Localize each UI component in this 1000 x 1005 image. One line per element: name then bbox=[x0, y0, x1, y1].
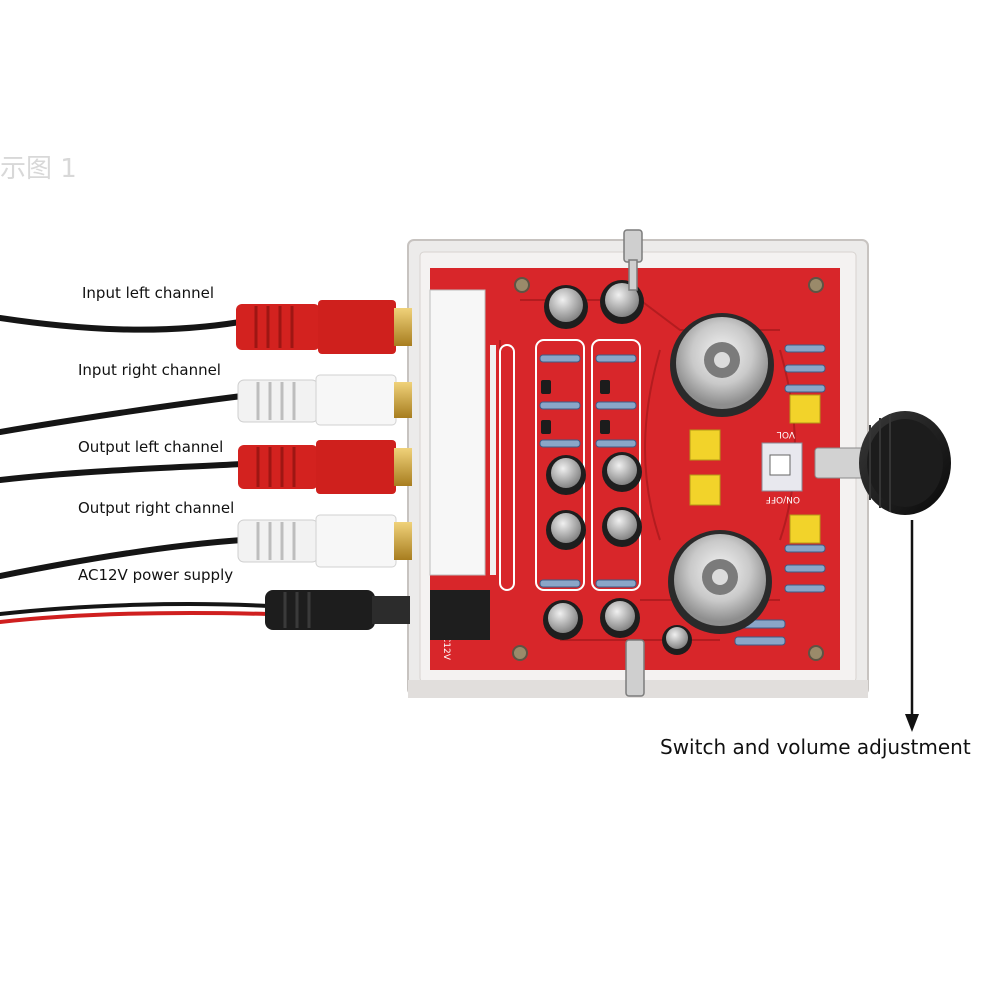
on-off-switch bbox=[761, 442, 803, 492]
capacitors bbox=[543, 280, 692, 655]
arrow-icon bbox=[905, 520, 919, 732]
label-switch-volume: Switch and volume adjustment bbox=[660, 735, 971, 759]
power-wire-red bbox=[0, 610, 270, 624]
cable-input-left bbox=[0, 315, 243, 333]
watermark-text: 示图 1 bbox=[0, 154, 77, 184]
rca-plug-input-right bbox=[237, 374, 412, 426]
cables bbox=[0, 315, 270, 624]
on-off-marking: ON/OFF bbox=[766, 494, 800, 504]
rca-panel bbox=[429, 289, 496, 576]
label-input-right-channel: Input right channel bbox=[78, 361, 221, 379]
case-screws bbox=[623, 229, 645, 697]
rca-plug-input-left bbox=[236, 300, 412, 354]
label-output-right-channel: Output right channel bbox=[78, 499, 235, 517]
volume-knob bbox=[814, 411, 951, 515]
vol-marking: VOL bbox=[777, 429, 795, 439]
vacuum-tubes bbox=[668, 313, 774, 634]
rca-plug-output-left bbox=[238, 440, 412, 494]
label-input-left-channel: Input left channel bbox=[82, 284, 215, 302]
rca-plug-output-right bbox=[237, 514, 412, 568]
power-wire-black bbox=[0, 602, 270, 616]
cable-output-left bbox=[0, 461, 245, 483]
power-plug bbox=[265, 590, 490, 640]
label-output-left-channel: Output left channel bbox=[78, 438, 224, 456]
cable-input-right bbox=[0, 393, 245, 435]
label-power-supply: AC12V power supply bbox=[78, 566, 234, 584]
ac12v-marking: AC12V bbox=[441, 630, 451, 661]
cable-output-right bbox=[0, 537, 245, 579]
film-capacitors bbox=[689, 394, 821, 544]
